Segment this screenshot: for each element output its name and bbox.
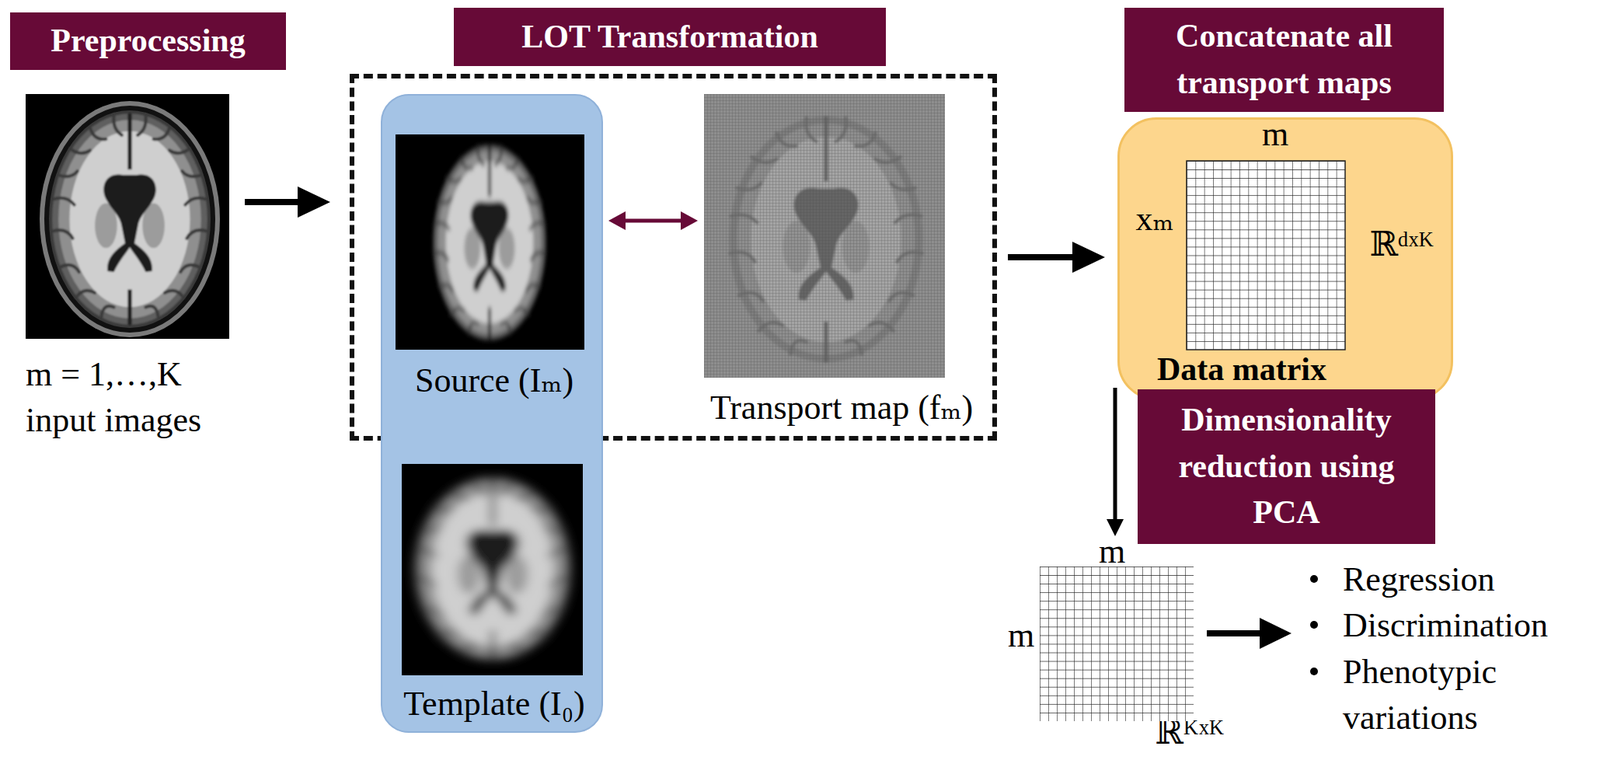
bullet-marks-part (1310, 575, 1318, 583)
input-mri-image-part-part (39, 101, 220, 338)
stage-heading: Concatenate all transport maps (1124, 7, 1444, 112)
data-matrix-box: Concatenate all transport mapsmxₘℝᵈˣᴷDat… (1117, 117, 1454, 401)
stage-heading: LOT Transformation (453, 7, 886, 67)
output-arrow-part (1259, 617, 1292, 649)
input-image: Preprocessingm = 1,…,K input images (25, 94, 230, 339)
transport-map-box: Transport map (fₘ) (704, 94, 945, 378)
box-title: Data matrix (1126, 346, 1357, 392)
reduced-matrix-grid-lines-part (1039, 566, 1194, 722)
axis-label: xₘ (1130, 197, 1179, 241)
stage-heading: Dimensionality reduction using PCA (1137, 389, 1436, 544)
template-mri-image (401, 463, 583, 676)
reduced-matrix-grid-lines (1039, 566, 1194, 722)
input-mri-image-part-part (52, 113, 208, 325)
image-caption: m = 1,…,K input images (25, 352, 240, 446)
input-mri-image (25, 94, 230, 339)
data-matrix-grid-part (1186, 160, 1346, 350)
source-mri-image-part (395, 134, 585, 350)
image-panel: Source (Iₘ) Template (I₀) (380, 94, 604, 733)
flow-arrow (244, 198, 298, 206)
source-mri-image (395, 134, 585, 350)
bullet-marks-part (1310, 620, 1318, 629)
input-mri-image-part (39, 101, 220, 338)
transport-map-image-part-part (729, 116, 924, 363)
transport-map-image-part (729, 116, 924, 363)
image-caption: Template (I₀) (385, 682, 604, 726)
source-mri-image-part (432, 145, 546, 341)
reduced-matrix-grid: mmℝᴷˣᴷ (1039, 566, 1194, 722)
input-mri-image-part-part (48, 110, 211, 328)
flow-arrow (625, 219, 681, 224)
bullet-marks-part (1310, 667, 1318, 676)
reduced-matrix-grid-lines-part (1039, 566, 1194, 722)
data-matrix-grid-part (1186, 160, 1346, 350)
output-arrow (1206, 617, 1292, 649)
dimension-label: ℝᴷˣᴷ (1139, 711, 1241, 755)
axis-label: m (1092, 533, 1132, 571)
outcome-label: Discrimination (1342, 602, 1596, 649)
axis-label: m (1255, 115, 1295, 154)
flow-arrow (1007, 254, 1073, 261)
image-caption: Transport map (fₘ) (683, 386, 1000, 430)
image-caption: Source (Iₘ) (385, 359, 604, 403)
dimension-label: ℝᵈˣᴷ (1352, 223, 1452, 267)
flow-arrow (1113, 387, 1118, 520)
transport-map-image-part (704, 94, 945, 378)
transport-map-image-part (704, 94, 945, 378)
outcome-label: Regression (1342, 556, 1596, 603)
outcome-label: Phenotypic variations (1342, 648, 1596, 741)
data-matrix-grid (1186, 160, 1346, 350)
source-mri-image-part-part (432, 145, 546, 341)
template-mri-image-part-part (414, 476, 572, 662)
stage-heading: Preprocessing (10, 12, 286, 70)
template-mri-image-part (401, 463, 583, 676)
axis-label: m (1001, 615, 1041, 656)
output-arrow-part (1206, 630, 1262, 637)
template-mri-image-part (414, 476, 572, 662)
transport-map-image (704, 94, 945, 378)
input-mri-image-part-part (44, 105, 216, 333)
bullet-marks (1310, 575, 1318, 676)
input-mri-image-part (25, 94, 230, 339)
input-mri-image-part-part-part (52, 113, 208, 325)
